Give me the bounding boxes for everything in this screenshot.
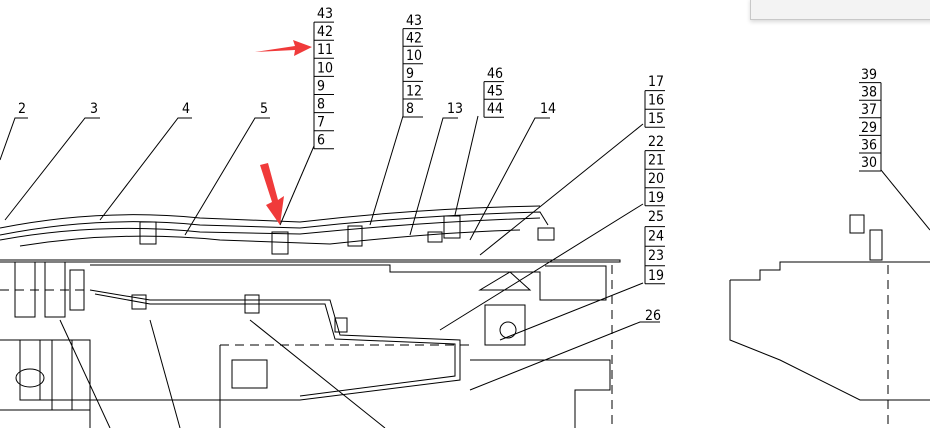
arrow-down-icon <box>260 163 284 225</box>
part-label-10: 10 <box>406 48 422 64</box>
arrow-right-icon <box>255 40 312 56</box>
part-label-20: 20 <box>648 171 664 187</box>
part-label-14: 14 <box>540 101 556 117</box>
part-label-45: 45 <box>487 84 503 100</box>
part-label-5: 5 <box>260 101 268 117</box>
part-label-38: 38 <box>861 85 877 101</box>
part-label-10: 10 <box>317 60 333 76</box>
part-label-13: 13 <box>447 101 463 117</box>
part-label-22: 22 <box>648 134 664 150</box>
overlay-dialog-edge <box>750 0 930 20</box>
part-label-29: 29 <box>861 120 877 136</box>
part-label-19: 19 <box>648 268 664 284</box>
part-label-2: 2 <box>18 101 26 117</box>
part-label-30: 30 <box>861 155 877 171</box>
part-label-43: 43 <box>317 6 333 22</box>
part-label-21: 21 <box>648 153 664 169</box>
part-label-17: 17 <box>648 74 664 90</box>
part-label-37: 37 <box>861 102 877 118</box>
machine-body <box>0 205 930 428</box>
part-label-8: 8 <box>406 101 414 117</box>
part-label-24: 24 <box>648 229 664 245</box>
part-label-15: 15 <box>648 111 664 127</box>
part-label-3: 3 <box>90 101 98 117</box>
part-label-42: 42 <box>317 24 333 40</box>
part-label-4: 4 <box>182 101 190 117</box>
part-label-19: 19 <box>648 190 664 206</box>
part-label-12: 12 <box>406 83 422 99</box>
part-label-9: 9 <box>406 66 414 82</box>
fittings <box>14 214 883 333</box>
part-label-6: 6 <box>317 133 325 149</box>
part-label-23: 23 <box>648 248 664 264</box>
part-label-7: 7 <box>317 115 325 131</box>
dashed-centerlines <box>0 261 889 428</box>
part-label-26: 26 <box>645 308 661 324</box>
part-label-42: 42 <box>406 31 422 47</box>
part-label-16: 16 <box>648 93 664 109</box>
part-label-36: 36 <box>861 137 877 153</box>
part-label-46: 46 <box>487 66 503 82</box>
part-label-11: 11 <box>317 42 333 58</box>
part-label-39: 39 <box>861 67 877 83</box>
part-label-8: 8 <box>317 97 325 113</box>
part-label-25: 25 <box>648 209 664 225</box>
annotation-arrows <box>255 40 312 225</box>
part-label-43: 43 <box>406 13 422 29</box>
part-label-9: 9 <box>317 78 325 94</box>
leader-lines <box>0 115 930 428</box>
part-label-44: 44 <box>487 101 503 117</box>
